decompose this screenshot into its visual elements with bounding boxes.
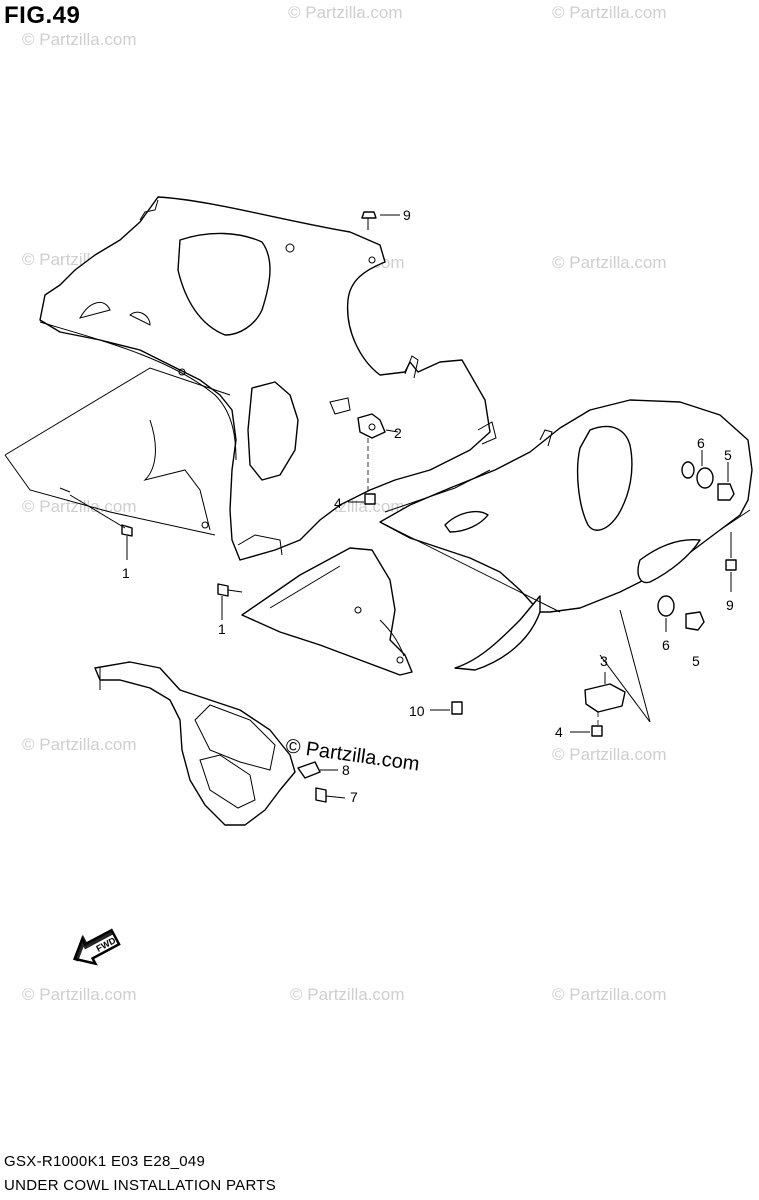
fasteners	[69, 211, 737, 803]
screw-1-left	[69, 494, 133, 560]
watermark: © Partzilla.com	[22, 735, 137, 754]
bracket-3	[584, 672, 626, 726]
callout-4: 4	[555, 724, 563, 740]
watermark: © Partzilla.com	[290, 985, 405, 1004]
callout-4: 4	[334, 495, 342, 511]
right-under-cowl-panel	[379, 399, 753, 613]
right-lower-panel-outline	[379, 521, 651, 723]
callout-1: 1	[218, 621, 226, 637]
callout-8: 8	[342, 762, 350, 778]
bolt-7	[315, 787, 346, 803]
callout-labels: 9 2 4 1 1 6 5 9 6 5 3 4 10 8 7	[122, 207, 734, 805]
left-under-cowl-panel	[39, 196, 497, 561]
grommet-6-upper	[681, 450, 714, 489]
bracket-2	[357, 413, 399, 492]
callout-6: 6	[662, 637, 670, 653]
callout-10: 10	[409, 703, 425, 719]
callout-5: 5	[692, 653, 700, 669]
bolt-4-upper	[348, 493, 376, 505]
screw-9-right	[725, 532, 737, 592]
callout-7: 7	[350, 789, 358, 805]
watermark: © Partzilla.com	[22, 497, 137, 516]
watermark: © Partzilla.com	[22, 30, 137, 49]
watermark: © Partzilla.com	[552, 745, 667, 764]
watermark: © Partzilla.com	[552, 985, 667, 1004]
grommet-6-lower	[657, 595, 675, 632]
watermark: © Partzilla.com	[22, 985, 137, 1004]
watermark: © Partzilla.com	[288, 3, 403, 22]
screw-9-top	[361, 211, 400, 230]
figure-label: FIG.49	[4, 2, 81, 29]
screw-5-lower	[685, 611, 705, 631]
watermark: © Partzilla.com	[552, 253, 667, 272]
lower-cover-bracket	[94, 661, 296, 826]
callout-1: 1	[122, 565, 130, 581]
left-inner-panel-outline	[4, 367, 231, 536]
nut-8	[297, 761, 338, 779]
model-code: GSX-R1000K1 E03 E28_049	[4, 1153, 206, 1170]
screw-10	[430, 701, 463, 715]
forward-arrow-icon: FWD	[73, 928, 121, 966]
callout-9: 9	[726, 597, 734, 613]
callout-5: 5	[724, 447, 732, 463]
section-title: UNDER COWL INSTALLATION PARTS	[4, 1177, 277, 1194]
screw-1-middle	[217, 583, 243, 620]
callout-2: 2	[394, 425, 402, 441]
callout-6: 6	[697, 435, 705, 451]
watermark: © Partzilla.com	[552, 3, 667, 22]
lower-middle-panel	[241, 547, 541, 676]
bolt-4-lower	[570, 725, 603, 737]
callout-3: 3	[600, 653, 608, 669]
callout-9: 9	[403, 207, 411, 223]
screw-5-upper	[717, 462, 735, 501]
